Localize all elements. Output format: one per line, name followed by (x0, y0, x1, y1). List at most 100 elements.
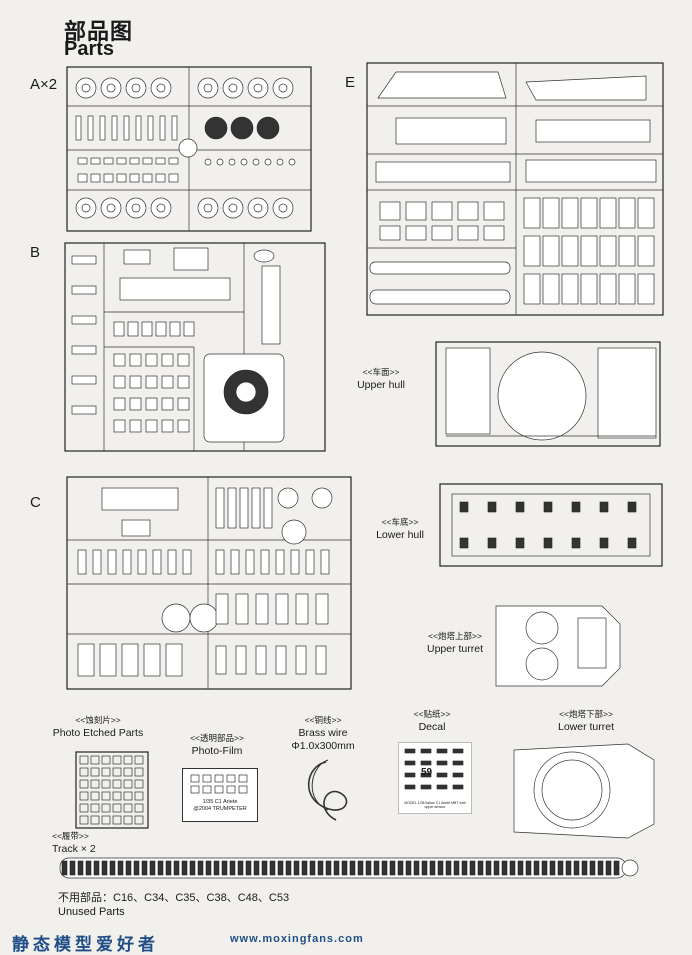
small-part (77, 173, 88, 183)
track-link (245, 860, 252, 876)
armor-plate (599, 273, 617, 305)
small-part (215, 645, 227, 675)
etched-part (123, 755, 133, 765)
track-link (325, 860, 332, 876)
small-part (379, 201, 401, 221)
etched-part (123, 779, 133, 789)
small-part (227, 487, 237, 529)
sprue-a-label: A×2 (30, 76, 58, 93)
film-window (238, 774, 248, 783)
small-part (155, 157, 166, 165)
small-part (107, 549, 117, 575)
etched-part (90, 779, 100, 789)
photo-film-label: <<透明部品>> Photo-Film (190, 733, 244, 757)
track-link (341, 860, 348, 876)
suspension-mount (543, 537, 553, 549)
suspension-mount (459, 537, 469, 549)
small-part (275, 593, 289, 625)
armor-plate (561, 273, 579, 305)
etched-part (134, 803, 144, 813)
etched-part (134, 791, 144, 801)
armor-plate (523, 235, 541, 267)
small-part (276, 158, 284, 166)
road-wheel (272, 77, 294, 99)
small-part (129, 419, 142, 433)
etched-part (123, 791, 133, 801)
track-link (77, 860, 84, 876)
unused-parts: 不用部品：C16、C34、C35、C38、C48、C53 Unused Part… (58, 891, 289, 919)
track-link (389, 860, 396, 876)
road-wheel (75, 197, 97, 219)
small-part (71, 285, 97, 295)
film-window (190, 774, 200, 783)
sprue-a (66, 66, 312, 232)
track-link (437, 860, 444, 876)
small-part (431, 225, 453, 241)
small-part (320, 549, 330, 575)
wheel-hub (253, 83, 263, 93)
small-part (252, 158, 260, 166)
track-link (317, 860, 324, 876)
small-part (155, 321, 167, 337)
wheel-hub (106, 83, 116, 93)
track-link (469, 860, 476, 876)
armor-plate (561, 235, 579, 267)
road-wheel (75, 77, 97, 99)
track-link (333, 860, 340, 876)
armor-plate (618, 197, 636, 229)
track-link (253, 860, 260, 876)
track-link (445, 860, 452, 876)
track-link (605, 860, 612, 876)
decal-mark (420, 784, 432, 790)
small-part (168, 173, 179, 183)
track-link (293, 860, 300, 876)
small-part (103, 173, 114, 183)
track-link (149, 860, 156, 876)
etched-part (112, 803, 122, 813)
decal-mark (436, 784, 448, 790)
small-part (230, 549, 240, 575)
track-link (573, 860, 580, 876)
track-link (93, 860, 100, 876)
small-part (145, 419, 158, 433)
small-part (177, 419, 190, 433)
small-part (142, 173, 153, 183)
suspension-mount (599, 537, 609, 549)
track-link (485, 860, 492, 876)
small-part (161, 375, 174, 389)
etched-part (79, 803, 89, 813)
small-part (177, 375, 190, 389)
decal-label: <<贴纸>> Decal (413, 709, 451, 733)
road-wheel (150, 197, 172, 219)
small-part (141, 321, 153, 337)
suspension-arm (171, 115, 178, 141)
small-part (379, 225, 401, 241)
road-wheel (222, 197, 244, 219)
small-part (264, 158, 272, 166)
track-link (133, 860, 140, 876)
etched-part (134, 815, 144, 825)
small-part (315, 593, 329, 625)
small-part (295, 593, 309, 625)
small-part (275, 645, 287, 675)
sprocket (230, 116, 254, 140)
small-part (116, 157, 127, 165)
photo-etched-label: <<蚀刻片>> Photo Etched Parts (52, 715, 144, 739)
etched-part (101, 791, 111, 801)
etched-part (123, 815, 133, 825)
small-part (92, 549, 102, 575)
small-part (145, 397, 158, 411)
page-title-en: Parts (64, 38, 115, 60)
track-link (517, 860, 524, 876)
suspension-mount (459, 501, 469, 513)
suspension-mount (571, 537, 581, 549)
sprocket (204, 116, 228, 140)
track-link (117, 860, 124, 876)
small-part (113, 321, 125, 337)
photo-film-sheet: 1/35 C1 Ariete @2004 TRUMPETER (182, 768, 258, 822)
small-part (228, 158, 236, 166)
road-wheel (272, 197, 294, 219)
lower-turret-drawing (513, 743, 655, 839)
armor-plate (561, 197, 579, 229)
upper-hull-drawing (435, 341, 661, 447)
